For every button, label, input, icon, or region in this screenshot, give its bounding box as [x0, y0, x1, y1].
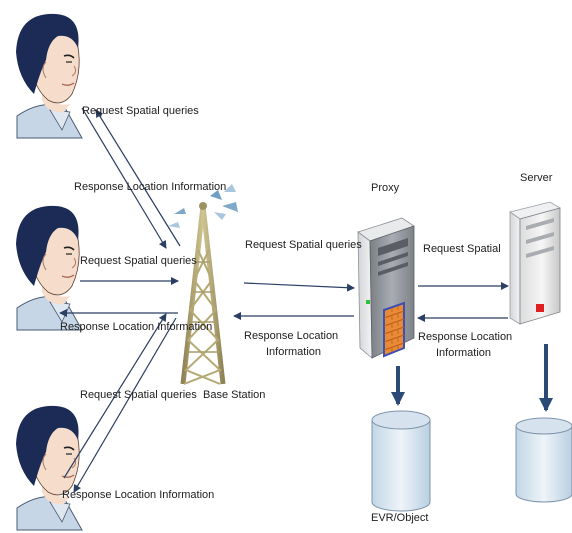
label-u2-request: Request Spatial queries [80, 255, 197, 267]
label-proxy-request: Request Spatial [423, 243, 501, 255]
arrow-u1-request [81, 107, 167, 249]
user-2-avatar-icon [16, 205, 83, 331]
label-db-proxy: EVR/Object [371, 512, 428, 524]
label-u3-request: Request Spatial queries [80, 389, 197, 401]
arrow-bs-request [243, 282, 355, 292]
arrow-u3-response [73, 317, 177, 493]
label-proxy: Proxy [371, 182, 400, 194]
connection-arrows [59, 107, 553, 493]
label-bs-response-2: Information [266, 346, 321, 358]
label-u3-response: Response Location Information [62, 489, 214, 501]
radio-waves-icon [168, 184, 238, 228]
arrow-u1-response [95, 109, 181, 247]
arrow-u3-request [63, 313, 167, 479]
label-bs-request: Request Spatial queries [245, 239, 362, 251]
label-base-station: Base Station [203, 389, 265, 401]
antenna-tower-icon [168, 184, 238, 385]
label-bs-response-1: Response Location [244, 330, 338, 342]
user-1-avatar-icon [16, 13, 83, 139]
server-icon [509, 201, 562, 325]
firewall-icon [383, 301, 405, 358]
label-proxy-response-2: Information [436, 347, 491, 359]
user-3-avatar-icon [16, 405, 83, 531]
label-u1-request: Request Spatial queries [82, 105, 199, 117]
label-u2-response-top: Response Location Information [74, 181, 226, 193]
label-server: Server [520, 172, 553, 184]
label-proxy-response-1: Response Location [418, 331, 512, 343]
database-cylinder-icon [371, 410, 431, 512]
database-cylinder-icon [515, 417, 572, 503]
label-u2-response: Response Location Information [60, 321, 212, 333]
